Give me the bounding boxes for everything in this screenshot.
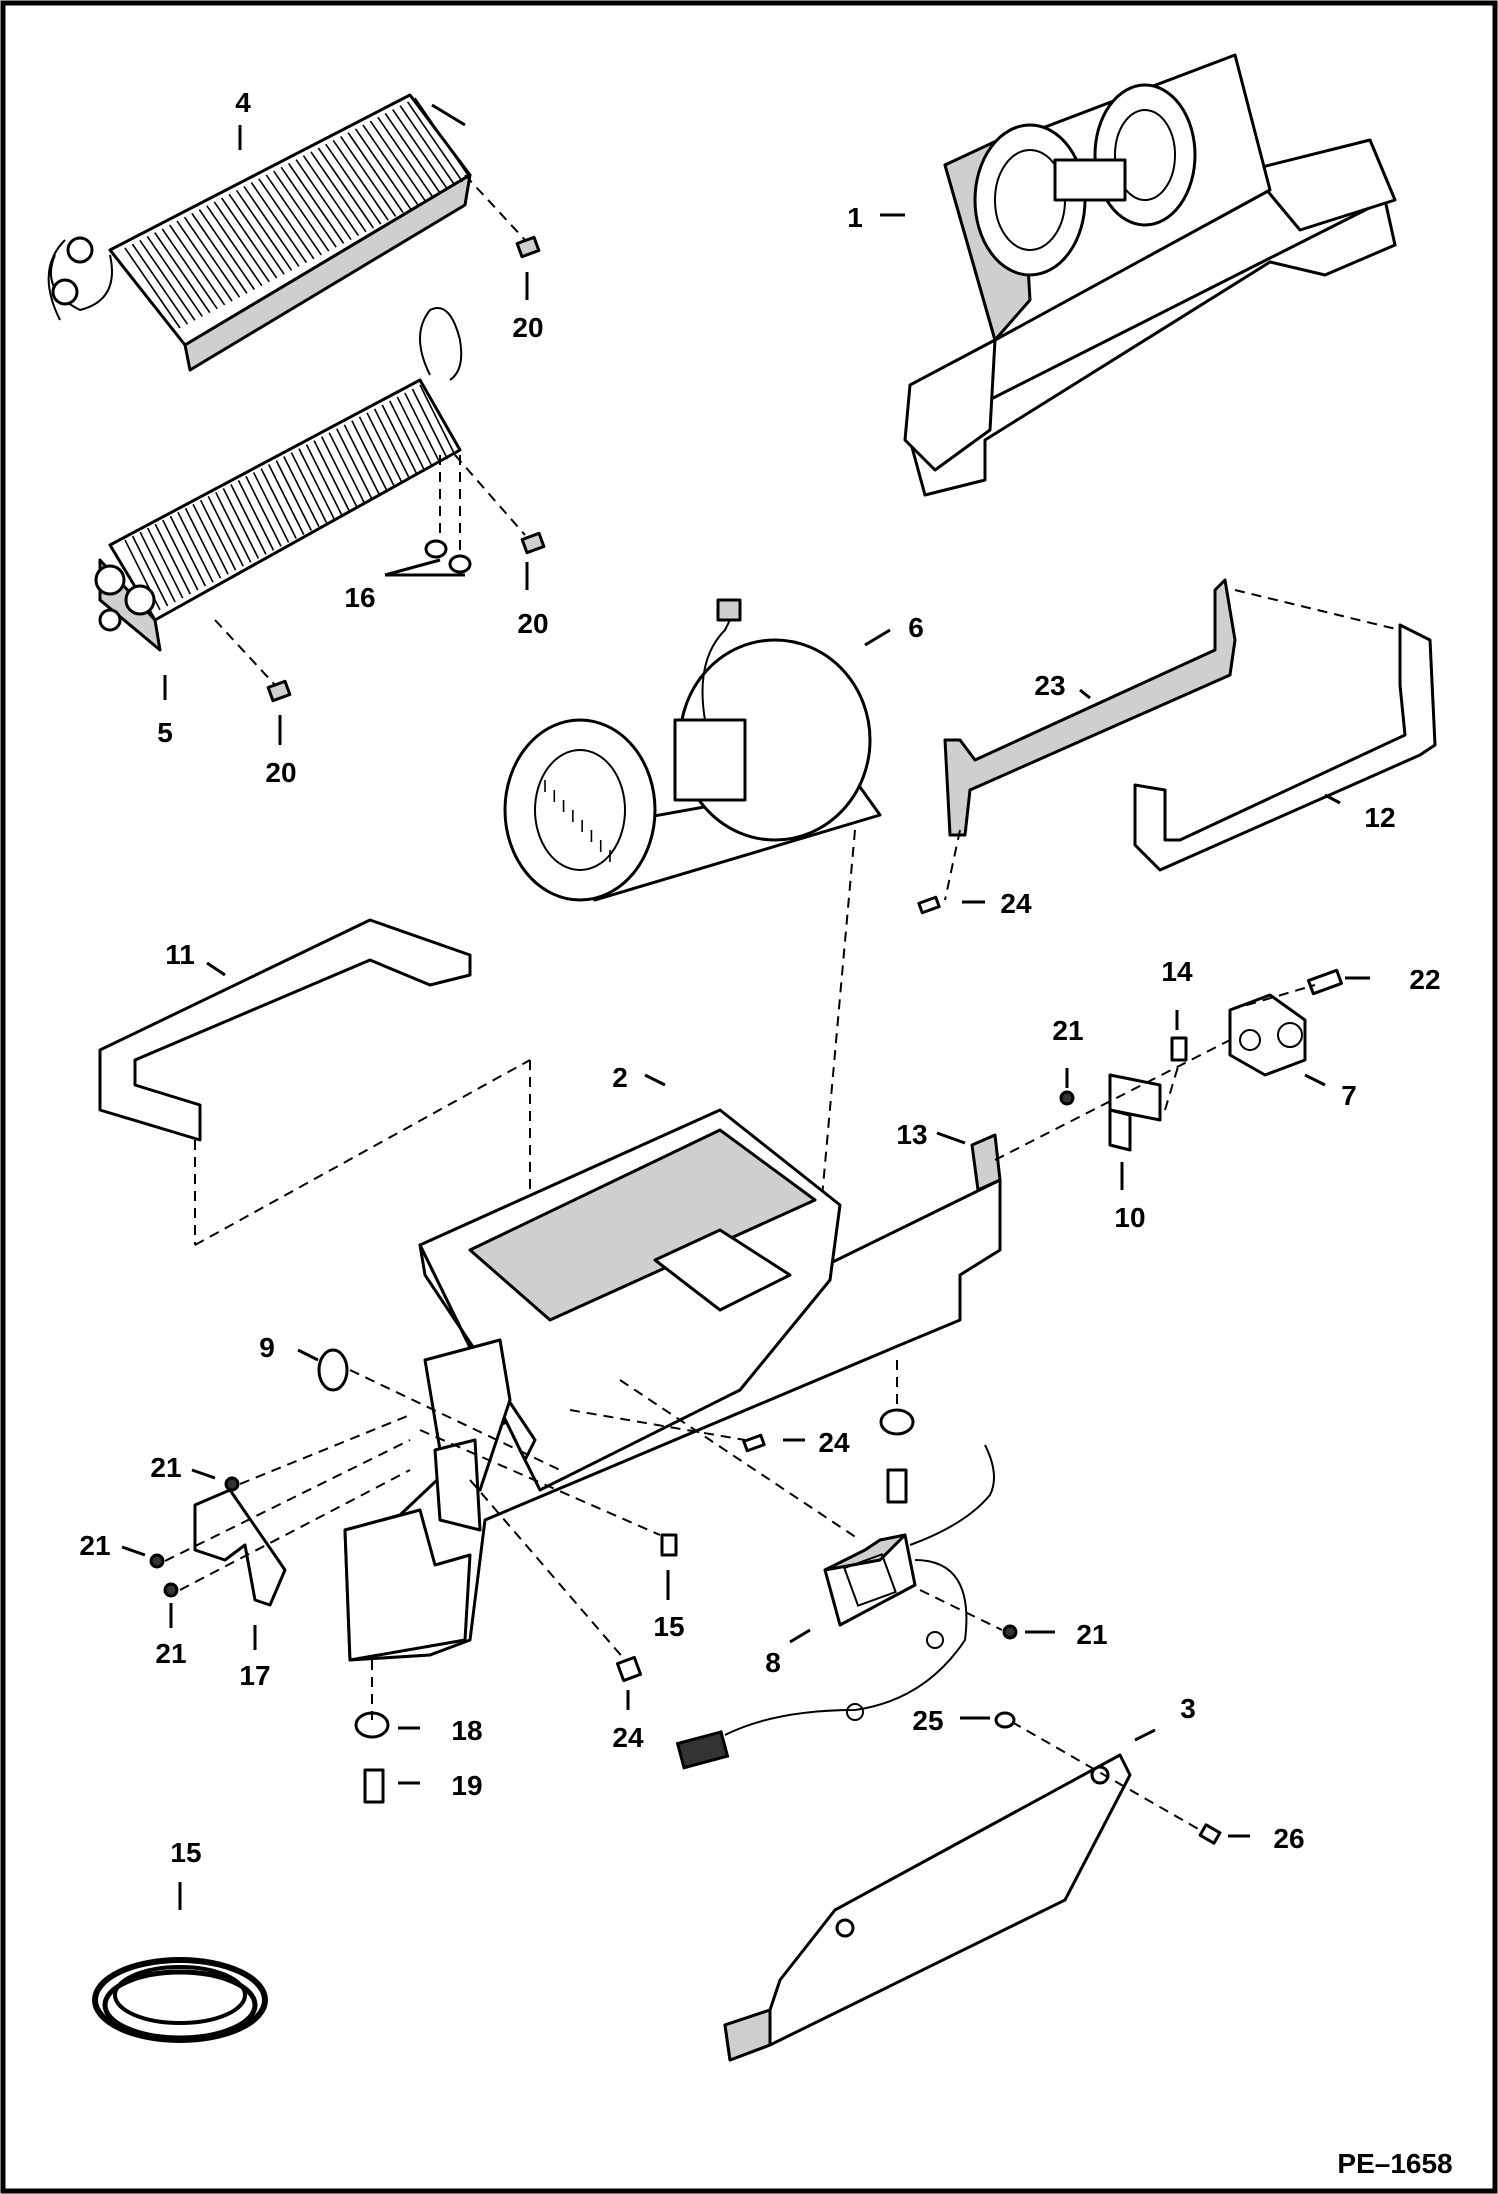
callout-7: 7 xyxy=(1341,1080,1357,1111)
part-13-gasket xyxy=(92,1957,268,2043)
part-15-screw-left xyxy=(660,1533,678,1557)
part-20-pad-c xyxy=(266,679,292,703)
part-6-blower xyxy=(503,598,891,902)
callout-leaders xyxy=(121,125,1370,1910)
part-23-seal xyxy=(943,578,1237,837)
callout-12: 12 xyxy=(1364,802,1395,833)
callout-21-a: 21 xyxy=(1052,1015,1083,1046)
part-24-clip-a xyxy=(742,1433,766,1453)
part-1-assembled-unit xyxy=(880,53,1397,497)
part-21-screw-right xyxy=(1059,1090,1075,1106)
part-14-bracket xyxy=(970,1133,1002,1192)
part-25-washer xyxy=(994,1711,1016,1729)
callout-3: 3 xyxy=(1180,1693,1196,1724)
part-18-clamp-right xyxy=(879,1408,915,1436)
part-21-screw-b xyxy=(149,1553,165,1569)
part-24-clip-c xyxy=(917,895,941,915)
part-16-oring-a xyxy=(424,539,448,559)
part-7-valve xyxy=(1228,993,1307,1077)
callout-16: 16 xyxy=(344,582,375,613)
callout-24-b: 24 xyxy=(818,1427,850,1458)
part-16-oring-b xyxy=(448,554,472,574)
callout-6: 6 xyxy=(908,612,924,643)
callout-20-c: 20 xyxy=(265,757,296,788)
callout-20-a: 20 xyxy=(512,312,543,343)
part-10-bracket xyxy=(1108,1073,1162,1152)
part-2-housing xyxy=(343,1108,1002,1662)
callout-1: 1 xyxy=(847,202,863,233)
callout-23: 23 xyxy=(1034,670,1065,701)
part-24-clip-b xyxy=(615,1655,643,1683)
part-19-pad-left xyxy=(363,1768,385,1804)
callout-26: 26 xyxy=(1273,1823,1304,1854)
callout-21-e: 21 xyxy=(1076,1619,1107,1650)
part-22-bolt xyxy=(1229,968,1343,1011)
callout-10: 10 xyxy=(1114,1202,1145,1233)
callout-25: 25 xyxy=(912,1705,943,1736)
part-3-cover xyxy=(723,1728,1156,2062)
callout-15-a: 14 xyxy=(1161,956,1193,987)
part-11-seal xyxy=(98,918,472,1142)
callout-8: 8 xyxy=(765,1647,781,1678)
part-9-clamp xyxy=(317,1348,349,1392)
callout-18: 18 xyxy=(451,1715,482,1746)
callout-24-a: 24 xyxy=(1000,888,1032,919)
callout-9: 9 xyxy=(259,1332,275,1363)
part-15-screw-top xyxy=(1170,1036,1188,1062)
callout-24-c: 24 xyxy=(612,1722,644,1753)
callout-20-b: 20 xyxy=(517,608,548,639)
callout-15-b: 15 xyxy=(653,1611,684,1642)
callout-17: 17 xyxy=(239,1660,270,1691)
callout-14: 13 xyxy=(896,1119,927,1150)
callout-2: 2 xyxy=(612,1062,628,1093)
part-21-screw-resistor xyxy=(1002,1624,1018,1640)
part-4-heater-core xyxy=(47,93,472,372)
part-19-pad-right xyxy=(886,1468,908,1504)
callout-4: 4 xyxy=(235,87,251,118)
part-8-resistor xyxy=(675,1444,995,1770)
part-21-screw-a xyxy=(224,1476,240,1492)
part-20-pad-a xyxy=(515,235,541,259)
callout-19: 19 xyxy=(451,1770,482,1801)
part-5-evaporator xyxy=(94,307,463,652)
callout-21-d: 21 xyxy=(155,1638,186,1669)
diagram-id: PE–1658 xyxy=(1337,2148,1452,2179)
part-21-screw-c xyxy=(163,1582,179,1598)
part-17-bracket xyxy=(193,1488,287,1607)
callout-5: 5 xyxy=(157,717,173,748)
callout-21-c: 21 xyxy=(79,1530,110,1561)
part-20-pad-b xyxy=(520,531,546,555)
callout-labels: 4 1 20 16 20 6 23 5 20 12 24 11 14 22 21… xyxy=(79,87,1452,2179)
callout-13: 15 xyxy=(170,1837,201,1868)
callout-21-b: 21 xyxy=(150,1452,181,1483)
callout-11: 11 xyxy=(165,939,195,970)
part-26-screw xyxy=(1198,1823,1222,1845)
part-12-seal xyxy=(1133,623,1437,872)
callout-22: 22 xyxy=(1409,964,1440,995)
